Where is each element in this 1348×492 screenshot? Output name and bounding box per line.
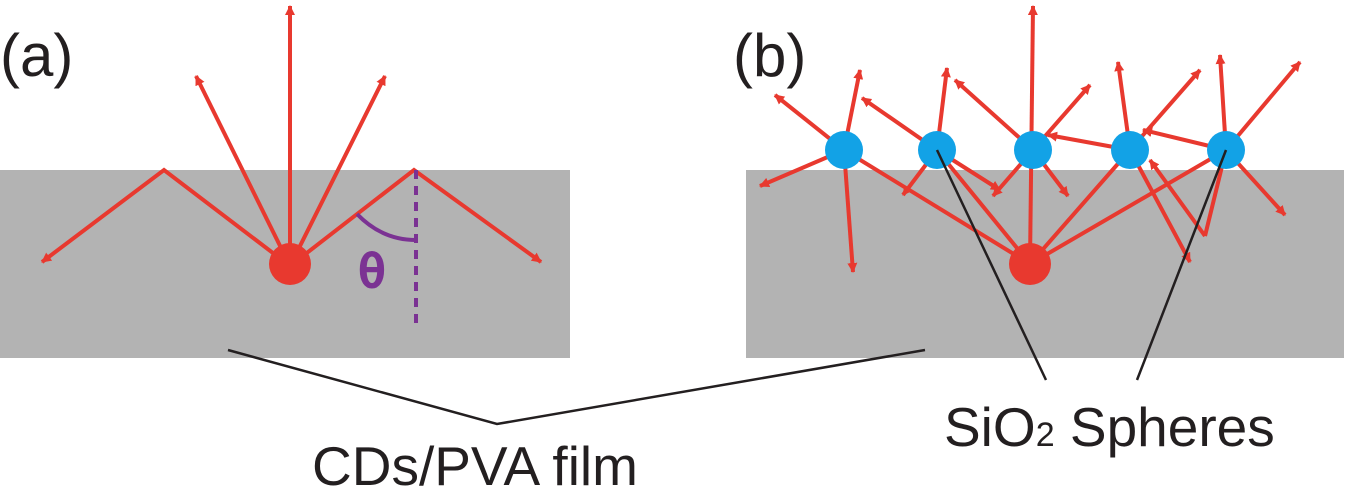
rays-a <box>40 5 543 268</box>
sphere <box>1111 131 1149 169</box>
sphere <box>1014 131 1052 169</box>
leader-lines <box>227 149 1228 426</box>
panel-a: θ (a) <box>0 5 570 358</box>
emitter-source-a <box>269 243 311 285</box>
spheres-label: SiO2 Spheres <box>944 396 1275 458</box>
panel-b: (b) <box>733 5 1344 358</box>
ray <box>1028 148 1228 266</box>
sio2-spheres <box>825 131 1245 169</box>
ray <box>288 75 387 267</box>
film-label: CDs/PVA film <box>312 435 638 492</box>
ray-reflected-left <box>40 167 292 268</box>
theta-symbol: θ <box>358 244 387 300</box>
sphere <box>825 131 863 169</box>
ray <box>842 148 1032 266</box>
film-leader <box>227 348 926 426</box>
ray <box>194 75 292 267</box>
angle-arc <box>355 212 417 242</box>
ray <box>1128 149 1192 263</box>
sphere-leader <box>1135 149 1228 381</box>
ray <box>1028 148 1132 266</box>
spheres-label-subscript: 2 <box>1036 416 1055 454</box>
ray <box>1224 60 1302 152</box>
ray <box>1148 158 1207 238</box>
ray <box>842 149 858 273</box>
ray <box>935 148 1032 266</box>
spheres-label-suffix: Spheres <box>1055 396 1275 458</box>
spheres-label-prefix: SiO <box>944 396 1036 458</box>
sphere-leader <box>935 149 1048 381</box>
panel-b-label: (b) <box>733 22 806 89</box>
emitter-source-b <box>1009 243 1051 285</box>
panel-a-label: (a) <box>0 22 73 89</box>
